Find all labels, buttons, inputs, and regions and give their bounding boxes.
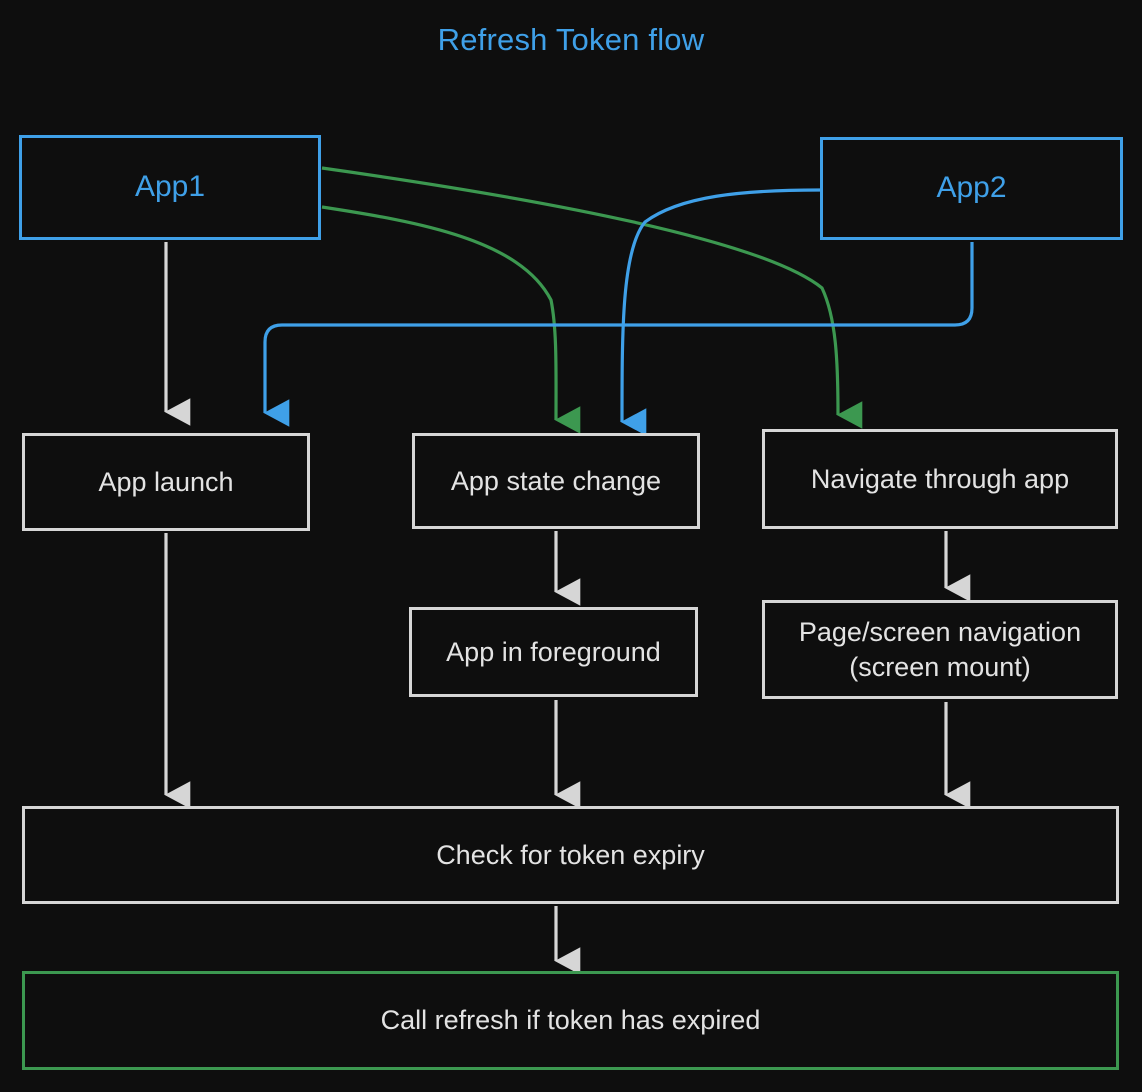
node-app2-label: App2 xyxy=(936,171,1007,205)
edge-app2-to-app-launch xyxy=(263,242,974,427)
node-app2[interactable]: App2 xyxy=(820,137,1123,240)
node-navigate-through-app[interactable]: Navigate through app xyxy=(762,429,1118,529)
edge-app2-to-app-state-change xyxy=(620,188,821,436)
node-app1[interactable]: App1 xyxy=(19,135,321,240)
node-check-token-expiry[interactable]: Check for token expiry xyxy=(22,806,1119,904)
node-app-state-change-label: App state change xyxy=(450,465,662,496)
node-page-screen-navigation[interactable]: Page/screen navigation (screen mount) xyxy=(762,600,1118,699)
node-app-in-foreground[interactable]: App in foreground xyxy=(409,607,698,697)
node-call-refresh-label: Call refresh if token has expired xyxy=(380,1005,761,1036)
node-navigate-through-app-label: Navigate through app xyxy=(810,463,1070,494)
node-app1-label: App1 xyxy=(134,170,206,204)
node-app-in-foreground-label: App in foreground xyxy=(446,636,661,667)
node-call-refresh[interactable]: Call refresh if token has expired xyxy=(22,971,1119,1070)
node-app-launch[interactable]: App launch xyxy=(22,433,310,531)
node-app-state-change[interactable]: App state change xyxy=(412,433,700,529)
edge-app1-to-navigate-through-app xyxy=(321,166,863,429)
node-app-launch-label: App launch xyxy=(98,466,234,497)
node-check-token-expiry-label: Check for token expiry xyxy=(436,839,705,870)
page-title: Refresh Token flow xyxy=(437,22,705,57)
edge-app1-to-app-state-change xyxy=(321,205,581,434)
node-page-screen-navigation-label: Page/screen navigation (screen mount) xyxy=(798,616,1082,682)
